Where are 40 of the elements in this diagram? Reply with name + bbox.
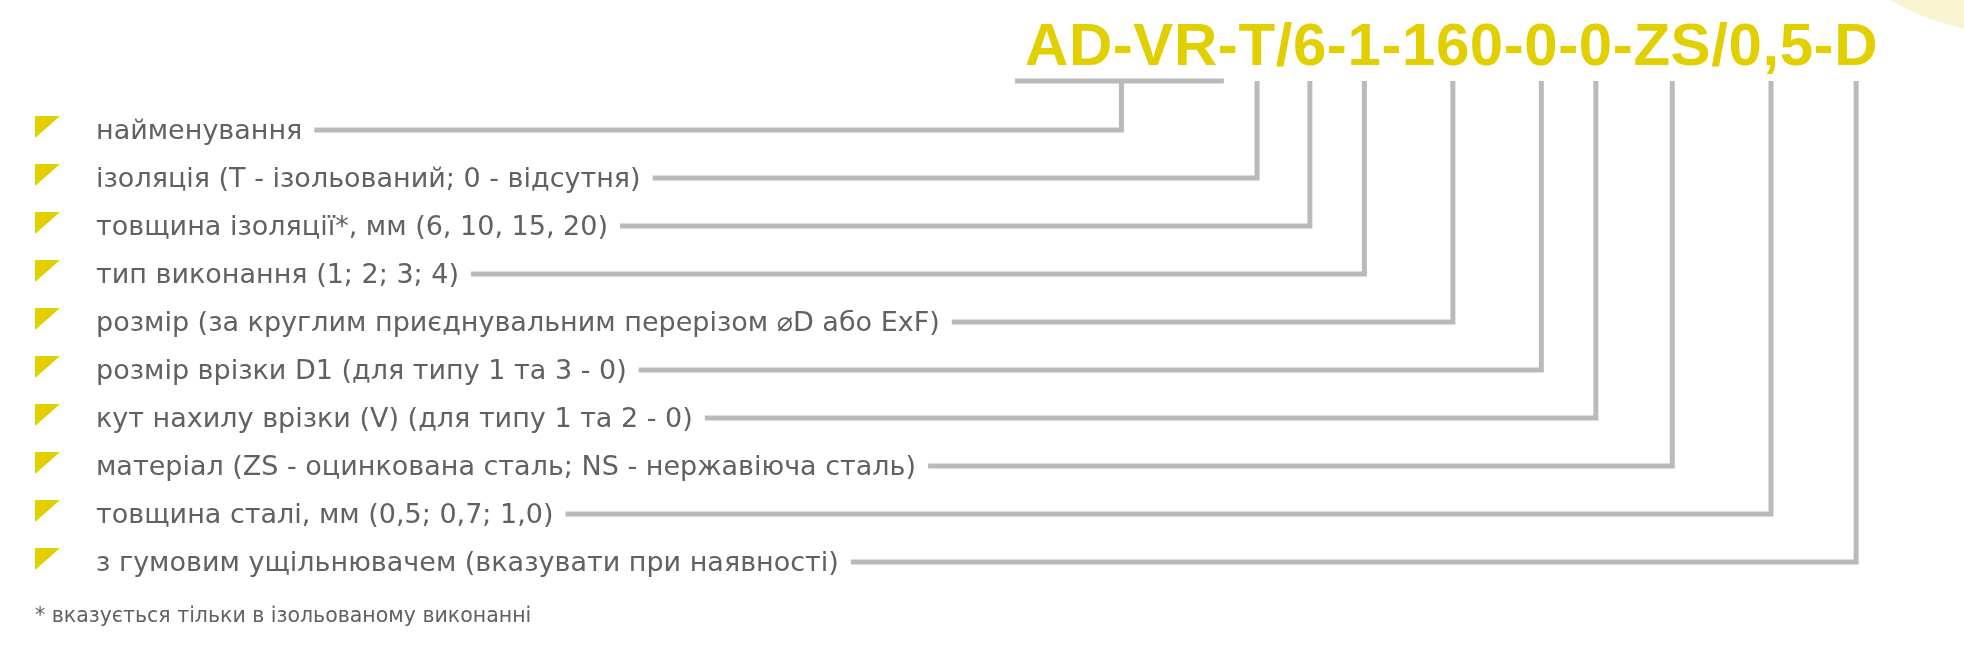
leader-line — [850, 81, 1859, 565]
code-part-label: AD-VR — [1025, 11, 1218, 78]
separator-label: - — [1813, 11, 1835, 78]
field-description: ізоляція (T - ізольований; 0 - відсутня) — [96, 161, 653, 195]
separator-label: - — [1612, 11, 1634, 78]
code-part-label: 0 — [1578, 11, 1613, 78]
field-description: розмір врізки D1 (для типу 1 та 3 - 0) — [96, 353, 639, 387]
code-part-label: 160 — [1401, 11, 1504, 78]
separator-label: / — [1711, 11, 1729, 78]
leader-line — [311, 78, 1227, 133]
field-description: товщина сталі, мм (0,5; 0,7; 1,0) — [96, 497, 566, 531]
leader-line — [928, 81, 1675, 469]
field-description: кут нахилу врізки (V) (для типу 1 та 2 - 0) — [96, 401, 705, 435]
leader-line — [470, 81, 1367, 277]
leader-line — [620, 81, 1313, 229]
code-part-label: ZS — [1633, 11, 1712, 78]
separator-label: - — [1558, 11, 1579, 78]
leader-line — [565, 81, 1774, 517]
field-description: з гумовим ущільнювачем (вказувати при наявності) — [96, 545, 851, 579]
code-part-label: D — [1834, 11, 1879, 78]
separator-label: - — [1381, 11, 1402, 78]
leader-line — [652, 81, 1260, 181]
separator-label: - — [1326, 11, 1348, 78]
code-part-label: 6 — [1292, 11, 1327, 78]
field-description: найменування — [96, 113, 315, 147]
leader-line — [638, 81, 1544, 373]
code-part-label: 1 — [1347, 11, 1382, 78]
code-part-label: T — [1238, 11, 1276, 78]
footnote-text: * вказується тільки в ізольованому виконанні — [35, 602, 532, 628]
leader-line — [704, 81, 1599, 421]
field-description: товщина ізоляції*, мм (6, 10, 15, 20) — [96, 209, 620, 243]
code-part-label: 0 — [1524, 11, 1559, 78]
field-description: тип виконання (1; 2; 3; 4) — [96, 257, 471, 291]
leader-line — [951, 81, 1456, 325]
separator-label: - — [1217, 11, 1239, 78]
field-description: розмір (за круглим приєднувальним перерізом ⌀D або ExF) — [96, 305, 952, 339]
separator-label: / — [1275, 11, 1293, 78]
field-description: матеріал (ZS - оцинкована сталь; NS - нержавіюча сталь) — [96, 449, 929, 483]
code-part-label: 0,5 — [1728, 11, 1814, 78]
separator-label: - — [1503, 11, 1525, 78]
